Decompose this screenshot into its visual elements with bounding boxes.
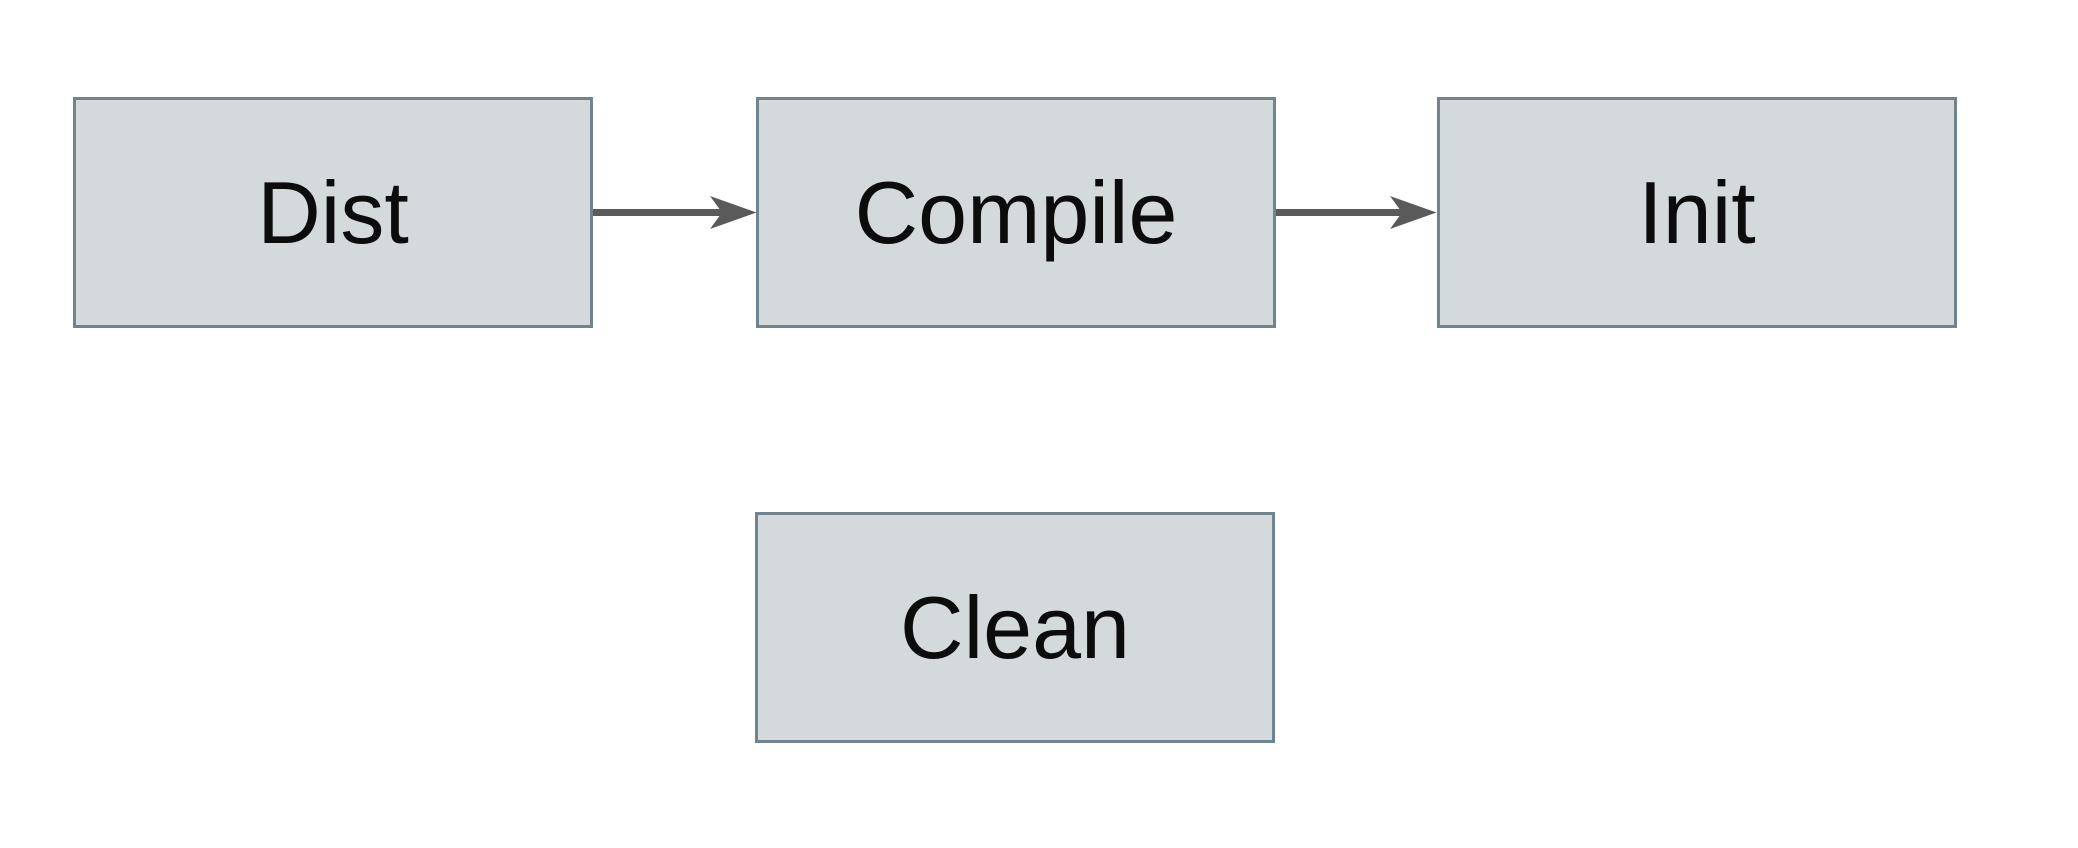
arrow-compile-to-init [1276, 196, 1437, 229]
node-init-label: Init [1638, 162, 1756, 262]
arrow-dist-to-compile [593, 196, 757, 229]
node-clean-label: Clean [900, 577, 1130, 677]
node-compile: Compile [756, 97, 1276, 328]
node-compile-label: Compile [854, 162, 1178, 262]
node-dist-label: Dist [257, 162, 409, 262]
arrowhead-icon [710, 196, 757, 229]
node-clean: Clean [755, 512, 1275, 743]
node-init: Init [1437, 97, 1957, 328]
node-dist: Dist [73, 97, 593, 328]
arrowhead-icon [1390, 196, 1437, 229]
